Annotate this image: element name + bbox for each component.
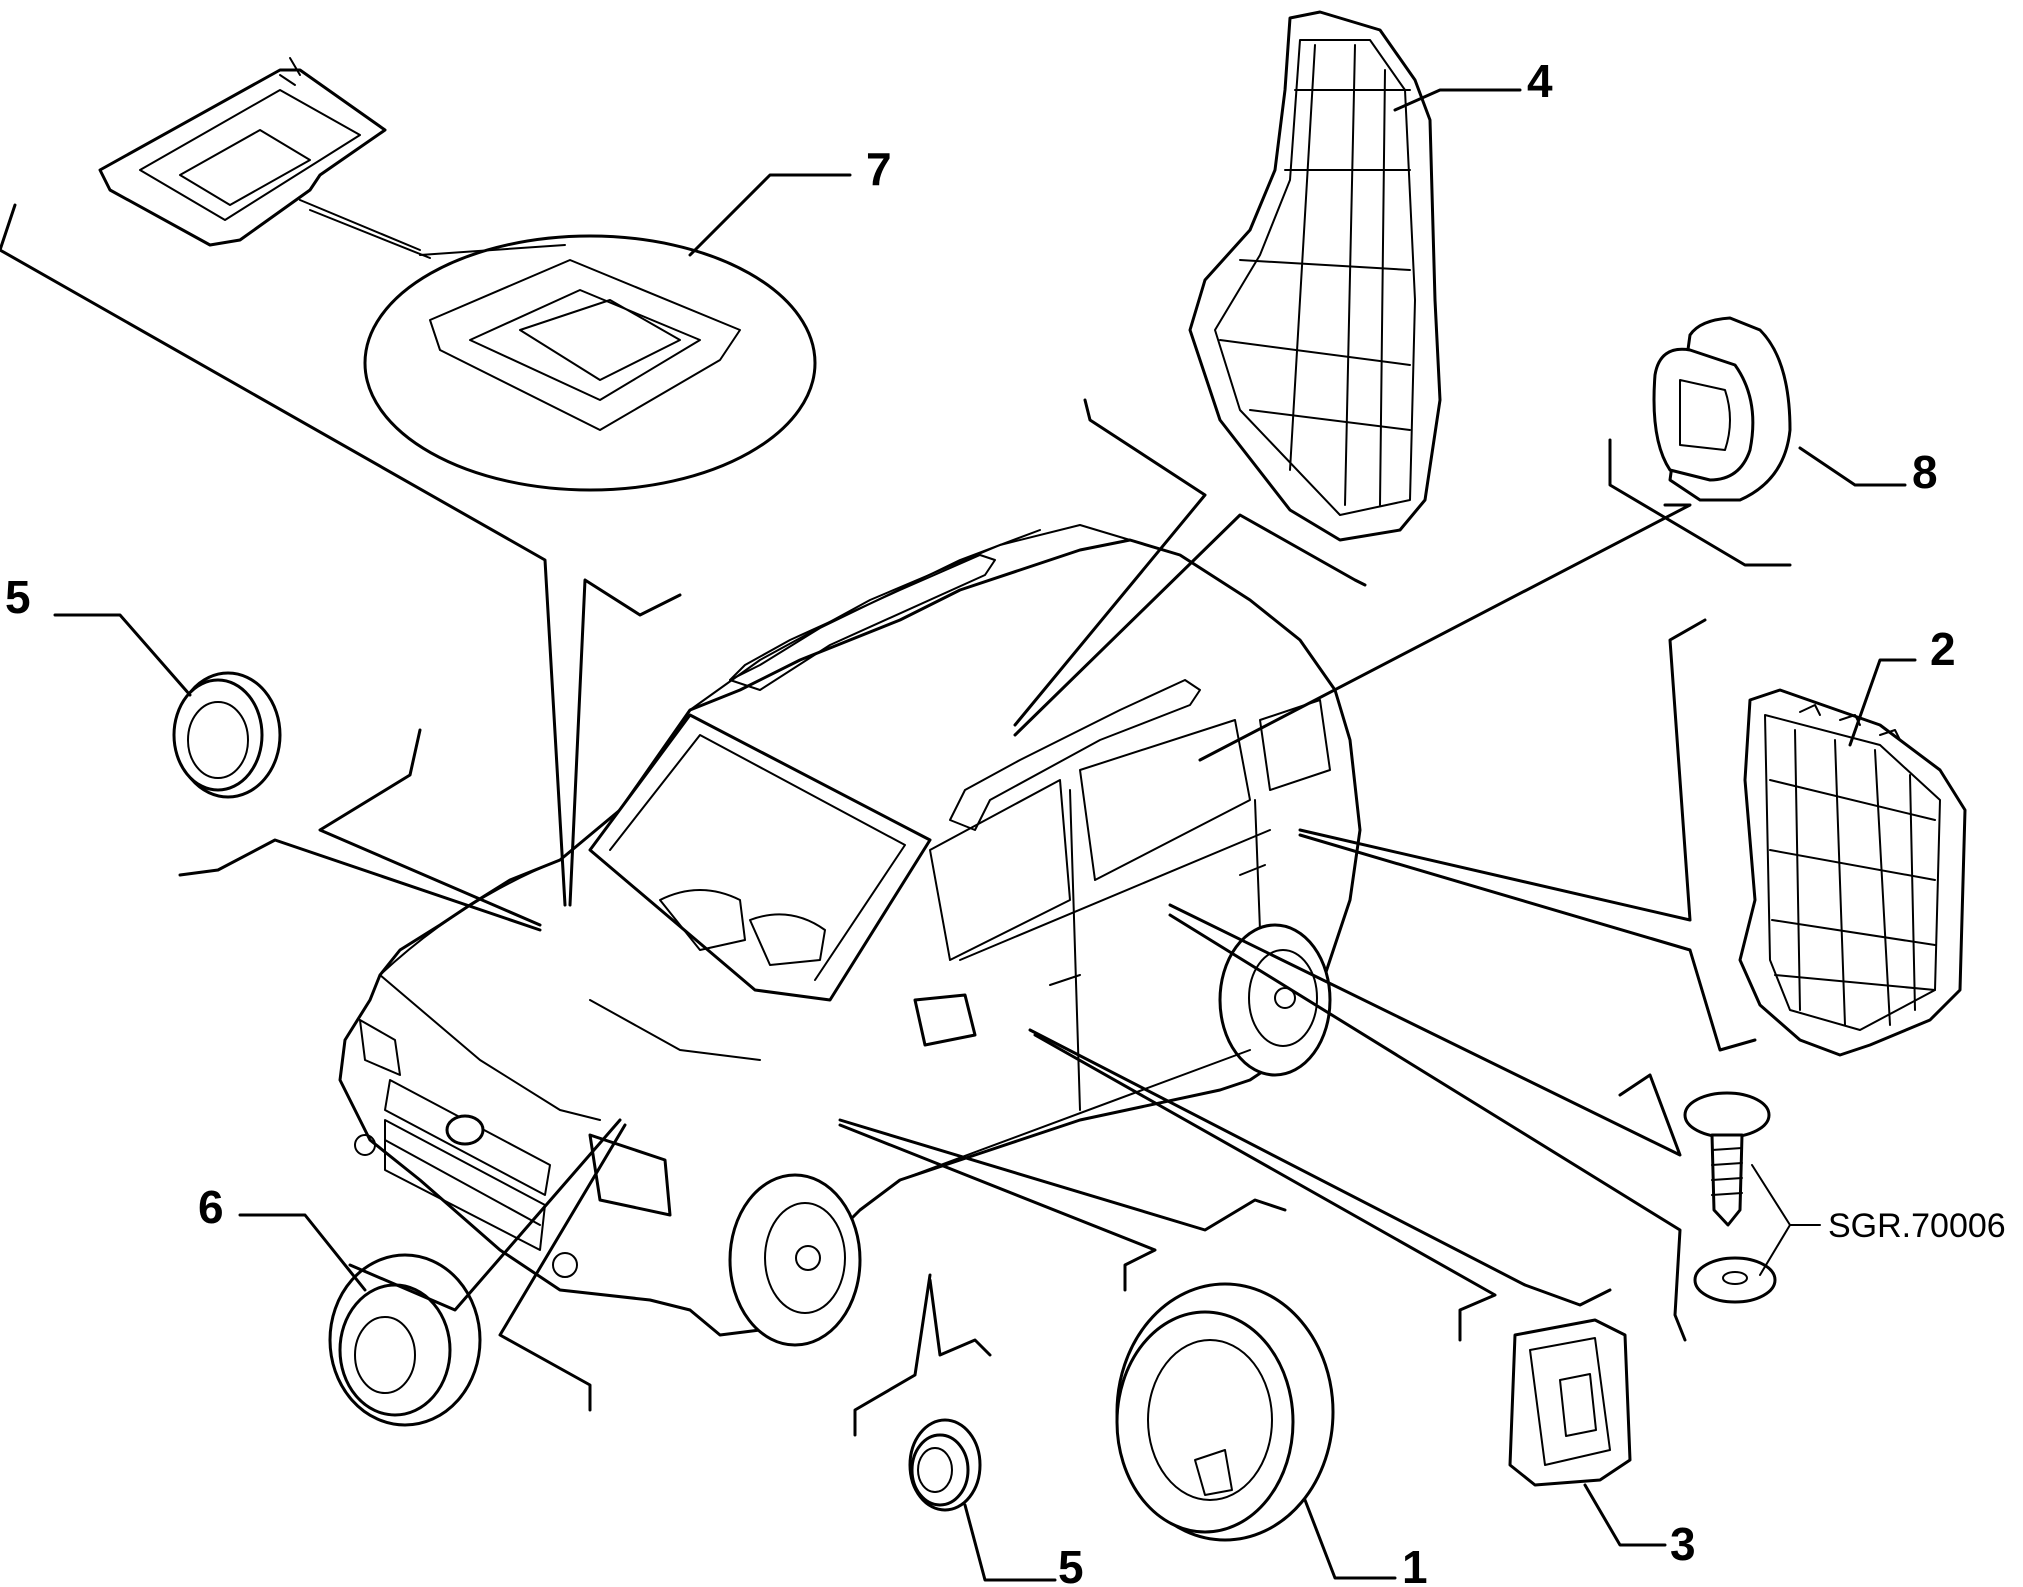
plug-5-bottom-icon	[908, 1418, 982, 1512]
callout-2: 2	[1930, 623, 1956, 675]
washer-icon	[1693, 1256, 1777, 1304]
screw-icon	[1683, 1091, 1771, 1227]
tray-detail	[419, 244, 741, 431]
grille-cover-icon	[1188, 10, 1442, 542]
callout-3: 3	[1670, 1518, 1696, 1570]
callout-8: 8	[1912, 446, 1938, 498]
callout-1: 1	[1402, 1541, 1428, 1587]
square-plug-icon	[1508, 1318, 1632, 1487]
plug-1-icon	[1115, 1282, 1335, 1542]
plug-5-left-icon	[172, 671, 282, 799]
plug-round-icon	[1652, 316, 1792, 502]
tray-cover-icon	[98, 57, 431, 259]
callout-5-bottom: 5	[1058, 1541, 1084, 1587]
callout-4: 4	[1527, 55, 1553, 107]
plug-6-icon	[328, 1253, 482, 1427]
callout-7: 7	[866, 143, 892, 195]
car-icon	[338, 524, 1362, 1347]
callout-6: 6	[198, 1181, 224, 1233]
part-code-label: SGR.70006	[1828, 1207, 2006, 1245]
grille-panel-icon	[1738, 688, 1967, 1057]
detail-circle	[363, 234, 817, 492]
leader-lines	[0, 88, 1917, 1582]
callout-5-left: 5	[5, 571, 31, 623]
